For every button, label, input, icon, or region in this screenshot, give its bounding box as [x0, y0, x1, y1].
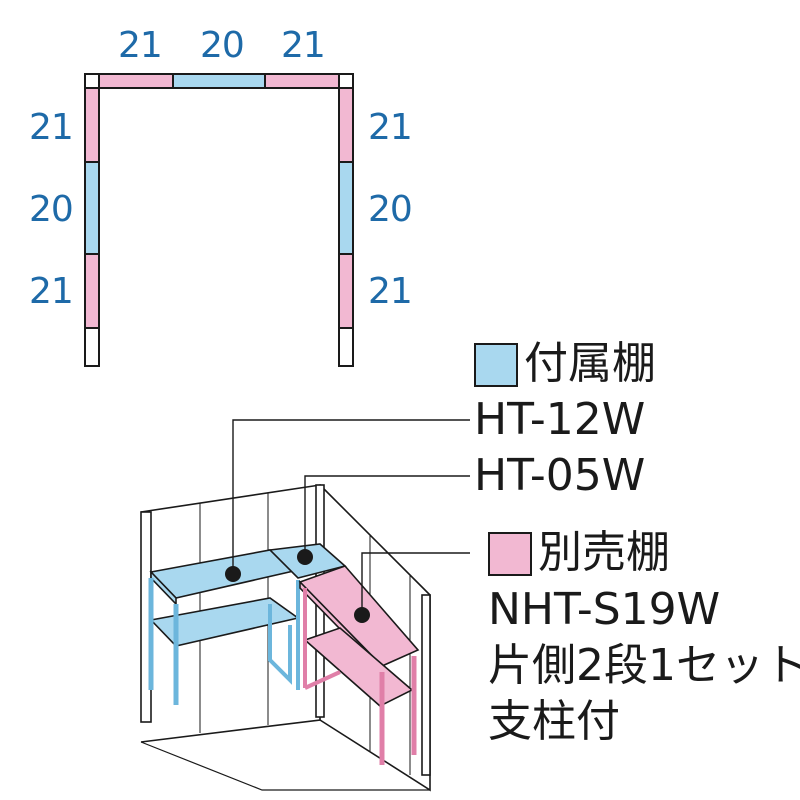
- callout-dot-nht-s19w: [354, 607, 370, 623]
- plan-segment-top-2: [172, 73, 266, 89]
- legend-label-included: 付属棚: [524, 338, 656, 389]
- plan-top-bar: [84, 73, 354, 89]
- dim-left-3: 21: [29, 271, 74, 312]
- label-separate-desc-2: 支柱付: [488, 696, 620, 747]
- callout-nht-s19w: [361, 552, 470, 615]
- callout-ht-12w: [232, 419, 470, 574]
- dim-top-2: 20: [200, 25, 245, 66]
- plan-segment-top-1: [98, 73, 174, 89]
- dim-left-1: 21: [29, 107, 74, 148]
- shelf-ht-12w: [148, 549, 300, 705]
- dim-left-2: 20: [29, 189, 74, 230]
- legend-swatch-separate: [488, 532, 532, 576]
- label-ht-05w: HT-05W: [474, 450, 646, 501]
- corner-top-right: [338, 73, 354, 89]
- plan-segment-right-1: [338, 87, 354, 163]
- plan-segment-left-3: [84, 253, 100, 329]
- callout-dot-ht-12w: [225, 566, 241, 582]
- plan-segment-left-2: [84, 161, 100, 255]
- plan-segment-right-2: [338, 161, 354, 255]
- plan-right-column: [338, 87, 354, 367]
- plan-segment-right-3: [338, 253, 354, 329]
- dim-top-1: 21: [118, 25, 163, 66]
- dim-top-3: 21: [281, 25, 326, 66]
- plan-segment-right-end: [338, 327, 354, 367]
- label-ht-12w: HT-12W: [474, 394, 646, 445]
- plan-segment-top-3: [264, 73, 340, 89]
- plan-segment-left-end: [84, 327, 100, 367]
- legend-label-separate: 別売棚: [538, 527, 670, 578]
- label-nht-s19w: NHT-S19W: [488, 584, 721, 635]
- plan-segment-left-1: [84, 87, 100, 163]
- legend-swatch-included: [474, 343, 518, 387]
- callout-dot-ht-05w: [297, 549, 313, 565]
- callout-lines: [232, 419, 470, 615]
- callout-ht-05w: [304, 475, 470, 557]
- dim-right-2: 20: [368, 189, 413, 230]
- dim-right-1: 21: [368, 107, 413, 148]
- label-separate-desc-1: 片側2段1セット: [488, 640, 800, 691]
- dim-right-3: 21: [368, 271, 413, 312]
- callout-dots: [225, 549, 370, 623]
- plan-left-column: [84, 87, 100, 367]
- corner-top-left: [84, 73, 100, 89]
